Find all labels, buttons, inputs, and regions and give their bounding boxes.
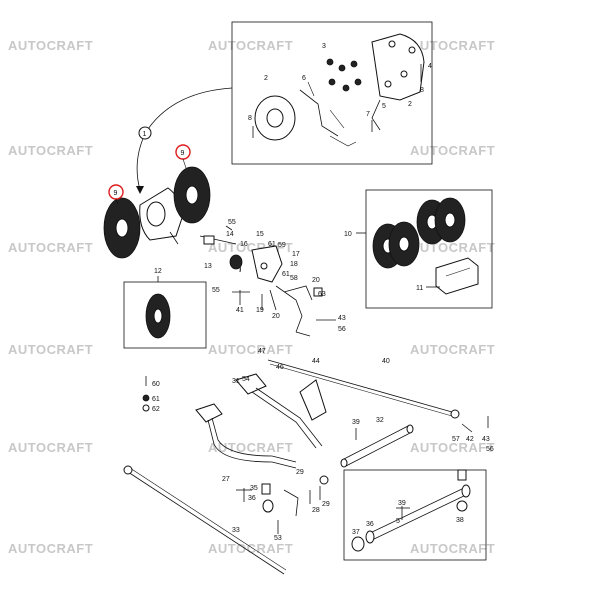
detail-box-single-disc: 12 bbox=[123, 268, 207, 349]
callout-label: 1 bbox=[143, 131, 147, 138]
callout-label: 16 bbox=[240, 241, 248, 248]
watermark: AUTOCRAFT bbox=[410, 38, 495, 53]
callout-label: 29 bbox=[322, 501, 330, 508]
callout-label: 39 bbox=[398, 500, 406, 507]
callout-label: 62 bbox=[152, 406, 160, 413]
callout-label: 27 bbox=[222, 476, 230, 483]
callout-label: 56 bbox=[338, 326, 346, 333]
backing-plate bbox=[371, 33, 425, 101]
callout-label: 7 bbox=[366, 111, 370, 118]
lever-bracket bbox=[251, 245, 283, 283]
callout-label: 60 bbox=[152, 381, 160, 388]
callout-label: 28 bbox=[312, 507, 320, 514]
watermark: AUTOCRAFT bbox=[410, 342, 495, 357]
callout-label: 61 bbox=[268, 241, 276, 248]
watermark: AUTOCRAFT bbox=[208, 541, 293, 556]
callout-label: 19 bbox=[256, 307, 264, 314]
callout-label: 3 bbox=[322, 43, 326, 50]
callout-label: 15 bbox=[256, 231, 264, 238]
watermark: AUTOCRAFT bbox=[208, 38, 293, 53]
callout-label: 8 bbox=[248, 115, 252, 122]
callout-label: 54 bbox=[242, 376, 250, 383]
callout-label: 32 bbox=[376, 417, 384, 424]
top-detail-box: 2 6 3 8 5 7 2 8 4 bbox=[231, 21, 433, 165]
brake-rod bbox=[267, 359, 453, 413]
callout-label: 41 bbox=[236, 307, 244, 314]
watermark: AUTOCRAFT bbox=[8, 342, 93, 357]
callout-label: 5 bbox=[382, 103, 386, 110]
watermark: AUTOCRAFT bbox=[410, 143, 495, 158]
callout-label: 2 bbox=[264, 75, 268, 82]
callout-label: 37 bbox=[352, 529, 360, 536]
callout-label: 6 bbox=[302, 75, 306, 82]
callout-label: 36 bbox=[366, 521, 374, 528]
callout-label: 39 bbox=[352, 419, 360, 426]
callout-label: 53 bbox=[274, 535, 282, 542]
watermark: AUTOCRAFT bbox=[410, 240, 495, 255]
callout-label: 56 bbox=[486, 446, 494, 453]
callout-label: 33 bbox=[232, 527, 240, 534]
callout-label: 20 bbox=[272, 313, 280, 320]
callout-label-highlighted: 9 bbox=[114, 190, 118, 197]
watermark: AUTOCRAFT bbox=[410, 541, 495, 556]
clutch-pedal-pad bbox=[195, 403, 223, 423]
callout-label: 5 bbox=[396, 518, 400, 525]
watermark: AUTOCRAFT bbox=[208, 342, 293, 357]
watermark: AUTOCRAFT bbox=[8, 143, 93, 158]
linkage-assembly: 55 14 15 16 61 59 13 17 18 61 58 55 41 1… bbox=[199, 219, 346, 337]
pedal-assembly: 60 61 62 47 46 44 40 31 54 39 32 57 42 4… bbox=[123, 348, 494, 575]
callout-bubble bbox=[138, 126, 152, 140]
callout-label: 61 bbox=[152, 396, 160, 403]
detail-box-discs: 10 11 bbox=[344, 189, 493, 309]
callout-label: 44 bbox=[312, 358, 320, 365]
brake-pedal-pad bbox=[235, 373, 267, 395]
brake-pad-kit bbox=[435, 257, 479, 295]
callout-label: 18 bbox=[290, 261, 298, 268]
callout-label: 61 bbox=[282, 271, 290, 278]
callout-label: 63 bbox=[318, 291, 326, 298]
watermark: AUTOCRAFT bbox=[8, 541, 93, 556]
callout-label: 55 bbox=[228, 219, 236, 226]
clutch-rod bbox=[127, 471, 285, 575]
watermark: AUTOCRAFT bbox=[8, 240, 93, 255]
callout-label: 2 bbox=[408, 101, 412, 108]
detail-box-shaft: 39 5 36 37 38 bbox=[343, 469, 487, 561]
callout-label: 12 bbox=[154, 268, 162, 275]
callout-label: 8 bbox=[420, 87, 424, 94]
callout-label: 46 bbox=[276, 364, 284, 371]
cross-shaft bbox=[341, 425, 409, 461]
watermark: AUTOCRAFT bbox=[208, 440, 293, 455]
callout-label: 40 bbox=[382, 358, 390, 365]
callout-label: 31 bbox=[232, 378, 240, 385]
callout-label: 57 bbox=[452, 436, 460, 443]
callout-label: 58 bbox=[290, 275, 298, 282]
callout-label: 29 bbox=[296, 469, 304, 476]
callout-label: 42 bbox=[466, 436, 474, 443]
callout-label: 43 bbox=[338, 315, 346, 322]
brake-disc-left bbox=[103, 197, 141, 259]
watermark-group: AUTOCRAFT AUTOCRAFT AUTOCRAFT AUTOCRAFT … bbox=[8, 38, 495, 556]
callout-label-highlighted: 9 bbox=[181, 150, 185, 157]
callout-label: 17 bbox=[292, 251, 300, 258]
callout-label: 36 bbox=[248, 495, 256, 502]
callout-label: 11 bbox=[416, 285, 423, 292]
callout-label: 55 bbox=[212, 287, 220, 294]
callout-label: 13 bbox=[204, 263, 212, 270]
callout-label: 43 bbox=[482, 436, 490, 443]
callout-label: 10 bbox=[344, 231, 352, 238]
callout-label: 35 bbox=[250, 485, 258, 492]
watermark: AUTOCRAFT bbox=[8, 38, 93, 53]
callout-label: 59 bbox=[278, 242, 286, 249]
callout-label: 14 bbox=[226, 231, 234, 238]
watermark: AUTOCRAFT bbox=[410, 440, 495, 455]
callout-label: 20 bbox=[312, 277, 320, 284]
brake-disc-right bbox=[173, 166, 211, 224]
callout-label: 38 bbox=[456, 517, 464, 524]
callout-label: 4 bbox=[428, 63, 432, 70]
callout-label: 47 bbox=[258, 348, 266, 355]
watermark: AUTOCRAFT bbox=[8, 440, 93, 455]
